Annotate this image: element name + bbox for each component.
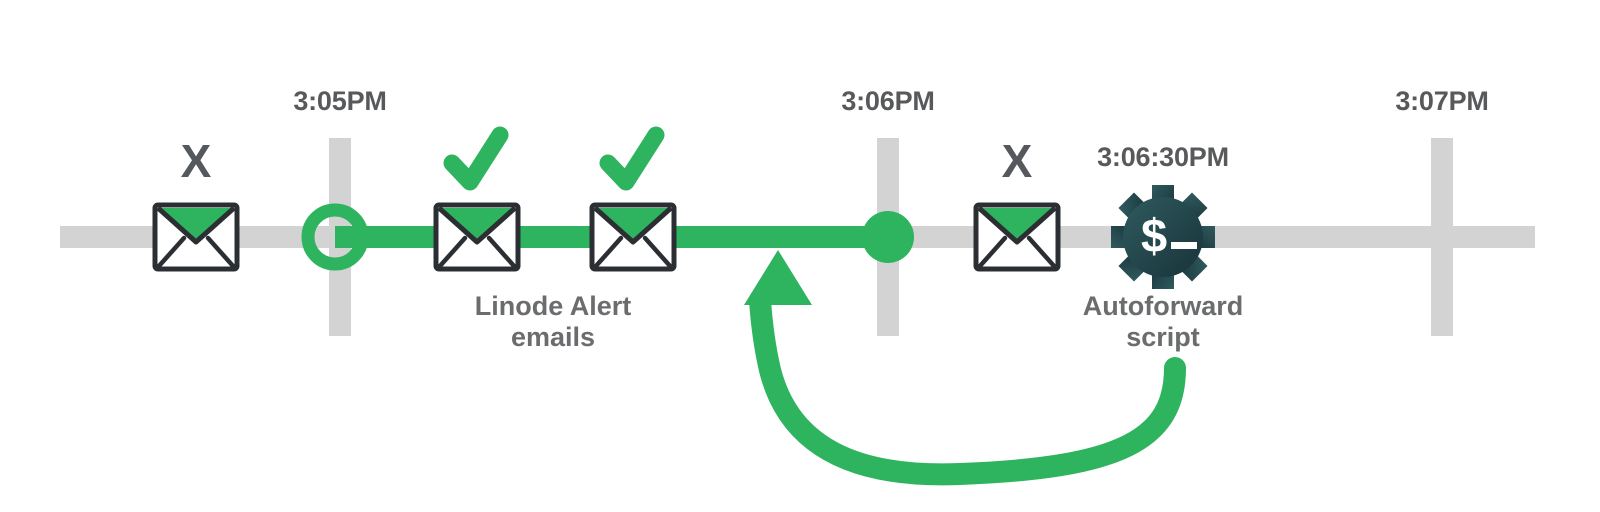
- caption-script-line2: script: [1126, 322, 1200, 352]
- time-label-307: 3:07PM: [1395, 86, 1488, 116]
- svg-text:$: $: [1141, 209, 1167, 262]
- caption-alerts-line1: Linode Alert: [475, 291, 632, 321]
- check-icon-1: [443, 126, 509, 191]
- autoforward-feedback-arrow: [744, 250, 1186, 486]
- envelope-icon-3[interactable]: [589, 202, 677, 272]
- envelope-icon-1[interactable]: [152, 202, 240, 272]
- time-label-30630: 3:06:30PM: [1097, 142, 1229, 172]
- caption-script-line1: Autoforward: [1083, 291, 1243, 321]
- envelope-icon-4[interactable]: [973, 202, 1061, 272]
- x-icon-2: X: [1002, 135, 1033, 187]
- caption-alerts-line2: emails: [511, 322, 595, 352]
- time-label-306: 3:06PM: [841, 86, 934, 116]
- marker-ring-305[interactable]: [301, 203, 369, 271]
- gear-terminal-icon[interactable]: $: [1111, 185, 1215, 289]
- x-icon-1: X: [181, 135, 212, 187]
- time-label-305: 3:05PM: [293, 86, 386, 116]
- envelope-icon-2[interactable]: [433, 202, 521, 272]
- check-icon-2: [599, 126, 665, 191]
- marker-dot-306[interactable]: [862, 211, 914, 263]
- tick-mark-307: [1431, 138, 1453, 336]
